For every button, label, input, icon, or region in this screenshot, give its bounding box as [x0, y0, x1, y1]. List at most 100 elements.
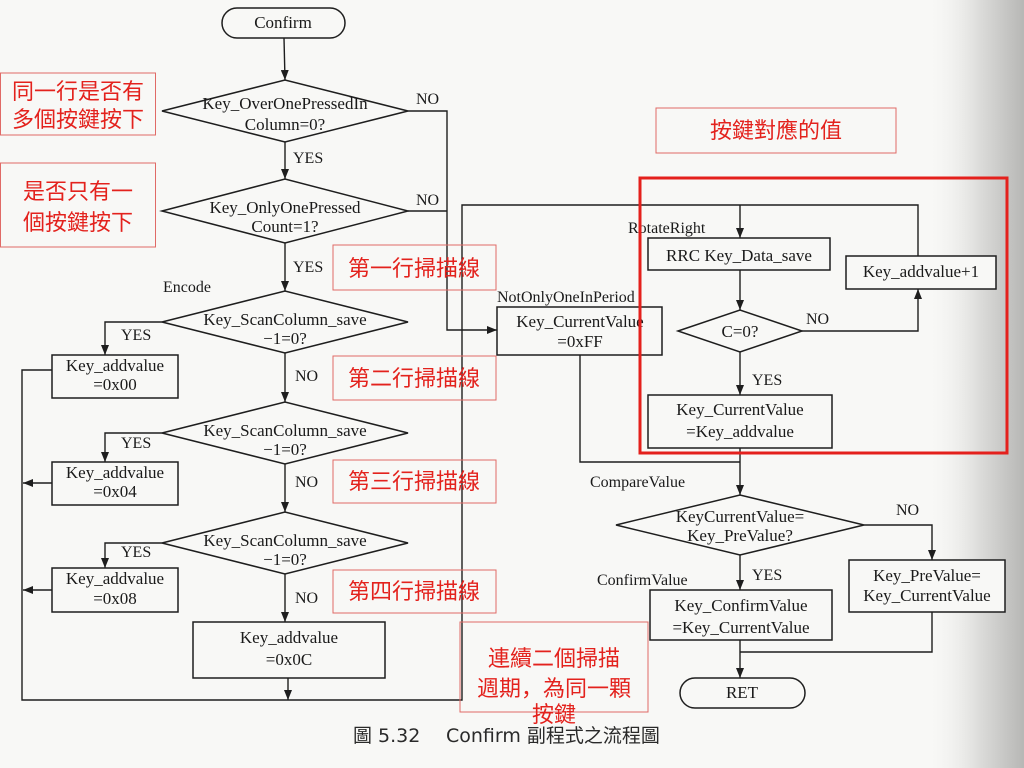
process-addvalue-inc-shape — [845, 255, 997, 290]
decision-only-one-line1: Key_OnlyOnePressed — [209, 198, 361, 217]
edge-label-only-one-yes: YES — [293, 259, 323, 276]
decision-only-one-shape — [159, 178, 411, 244]
annotation-line: 按鍵 — [532, 703, 576, 728]
decision-over-one-shape — [161, 79, 409, 143]
decision-scan2-line2: −1=0? — [263, 440, 307, 459]
process-current-ff-shape — [496, 306, 663, 356]
annotation-single-key-pressed: 是否只有一 個按鍵按下 — [0, 162, 156, 248]
process-addvalue-00-shape — [51, 354, 179, 399]
process-current-from-addvalue: Key_CurrentValue =Key_addvalue — [647, 394, 833, 449]
decision-scan2-line1: Key_ScanColumn_save — [203, 421, 366, 440]
process-addvalue-04-line2: =0x04 — [93, 482, 137, 501]
terminal-start-shape — [221, 7, 346, 39]
page-edge-shadow — [925, 0, 1024, 768]
decision-scan3-line2: −1=0? — [263, 550, 307, 569]
flowchart-edges — [21, 37, 936, 701]
annotation-line: 第三行掃描線 — [348, 470, 480, 495]
decision-scan-column-2: Key_ScanColumn_save −1=0? — [161, 401, 409, 465]
edge-scan1-yes — [101, 321, 162, 355]
annotation-line: 是否只有一 — [23, 180, 133, 205]
annotation-line: 個按鍵按下 — [23, 211, 133, 236]
terminal-end-label: RET — [726, 683, 759, 702]
annotation-box — [332, 459, 497, 504]
annotation-box — [0, 72, 156, 136]
node-start: Confirm — [221, 7, 346, 39]
decision-over-one-pressed: Key_OverOnePressedIn Column=0? — [161, 79, 409, 143]
process-addvalue-inc: Key_addvalue+1 — [845, 255, 997, 290]
annotation-line: 第四行掃描線 — [348, 580, 480, 605]
decision-scan-column-3: Key_ScanColumn_save −1=0? — [161, 511, 409, 575]
node-end: RET — [679, 677, 806, 709]
annotation-line: 週期，為同一顆 — [477, 677, 631, 702]
process-current-add-line1: Key_CurrentValue — [676, 400, 803, 419]
process-confirm-value-set: Key_ConfirmValue =Key_CurrentValue — [649, 589, 833, 641]
edge-label-scan2-yes: YES — [121, 435, 151, 452]
flowchart-labels: Encode NotOnlyOneInPeriod RotateRight Co… — [121, 91, 919, 607]
decision-scan3-shape — [161, 511, 409, 575]
label-not-only-one-in-period: NotOnlyOneInPeriod — [497, 289, 635, 306]
process-rrc-label: RRC Key_Data_save — [666, 246, 812, 265]
edge-compare-no — [864, 524, 936, 560]
edge-label-compare-yes: YES — [752, 567, 782, 584]
label-rotate-right: RotateRight — [628, 220, 706, 237]
terminal-end-shape — [679, 677, 806, 709]
process-addvalue-08: Key_addvalue =0x08 — [51, 567, 179, 613]
edge-start-to-over-one — [280, 37, 289, 81]
annotation-scan-line-2: 第二行掃描線 — [332, 355, 497, 401]
decision-compare: KeyCurrentValue= Key_PreValue? — [615, 494, 865, 556]
decision-compare-line2: Key_PreValue? — [687, 526, 793, 545]
annotation-line: 連續二個掃描 — [488, 647, 620, 672]
decision-scan3-line1: Key_ScanColumn_save — [203, 531, 366, 550]
edge-label-over-one-no: NO — [416, 91, 439, 108]
process-addvalue-00: Key_addvalue =0x00 — [51, 354, 179, 399]
figure-title: Confirm 副程式之流程圖 — [446, 725, 660, 747]
edge-over-one-no — [408, 110, 497, 334]
process-addvalue-0c-line1: Key_addvalue — [240, 628, 338, 647]
annotation-box — [332, 244, 497, 291]
decision-scan1-line2: −1=0? — [263, 329, 307, 348]
figure-number: 圖 5.32 — [353, 725, 420, 747]
edge-scan2-yes — [101, 432, 162, 462]
process-addvalue-08-line2: =0x08 — [93, 589, 137, 608]
process-addvalue-inc-label: Key_addvalue+1 — [863, 262, 979, 281]
edge-label-scan2-no: NO — [295, 474, 318, 491]
edge-current-ff-to-compare — [579, 355, 740, 463]
process-prevalue-line1: Key_PreValue= — [873, 566, 981, 585]
decision-scan1-line1: Key_ScanColumn_save — [203, 310, 366, 329]
decision-only-one-pressed: Key_OnlyOnePressed Count=1? — [159, 178, 411, 244]
process-addvalue-04-shape — [51, 461, 179, 506]
edge-label-only-one-no: NO — [416, 192, 439, 209]
decision-over-one-line1: Key_OverOnePressedIn — [202, 94, 368, 113]
edge-label-scan3-yes: YES — [121, 544, 151, 561]
annotation-line: 第一行掃描線 — [348, 257, 480, 282]
decision-scan-column-1: Key_ScanColumn_save −1=0? — [161, 290, 409, 354]
annotation-line: 按鍵對應的值 — [710, 118, 842, 144]
label-compare-value: CompareValue — [590, 474, 685, 491]
annotation-multi-key-same-row: 同一行是否有 多個按鍵按下 — [0, 72, 156, 136]
decision-carry-zero: C=0? — [675, 309, 805, 353]
annotation-scan-line-3: 第三行掃描線 — [332, 459, 497, 504]
edge-label-over-one-yes: YES — [293, 150, 323, 167]
process-addvalue-04-line1: Key_addvalue — [66, 463, 164, 482]
edge-label-carry-yes: YES — [752, 372, 782, 389]
process-confirm-line1: Key_ConfirmValue — [674, 596, 807, 615]
annotation-box — [332, 355, 497, 401]
decision-over-one-line2: Column=0? — [245, 115, 325, 134]
process-current-ff-line1: Key_CurrentValue — [516, 312, 643, 331]
annotation-line: 同一行是否有 — [12, 80, 144, 105]
figure-caption: 圖 5.32 Confirm 副程式之流程圖 — [353, 725, 660, 747]
edge-label-carry-no: NO — [806, 311, 829, 328]
highlight-frame-rotate-section — [638, 176, 1009, 455]
decision-scan1-shape — [161, 290, 409, 354]
process-confirm-line2: =Key_CurrentValue — [672, 618, 809, 637]
process-addvalue-04: Key_addvalue =0x04 — [51, 461, 179, 506]
decision-compare-shape — [615, 494, 865, 556]
decision-compare-line1: KeyCurrentValue= — [676, 507, 805, 526]
decision-only-one-line2: Count=1? — [251, 217, 318, 236]
process-prevalue-line2: Key_CurrentValue — [863, 586, 990, 605]
edge-scan3-yes — [101, 542, 162, 568]
edge-label-scan1-yes: YES — [121, 327, 151, 344]
edge-label-scan1-no: NO — [295, 368, 318, 385]
process-addvalue-0c: Key_addvalue =0x0C — [192, 621, 386, 679]
annotation-same-key-two-periods: 連續二個掃描 週期，為同一顆 按鍵 — [459, 621, 649, 728]
